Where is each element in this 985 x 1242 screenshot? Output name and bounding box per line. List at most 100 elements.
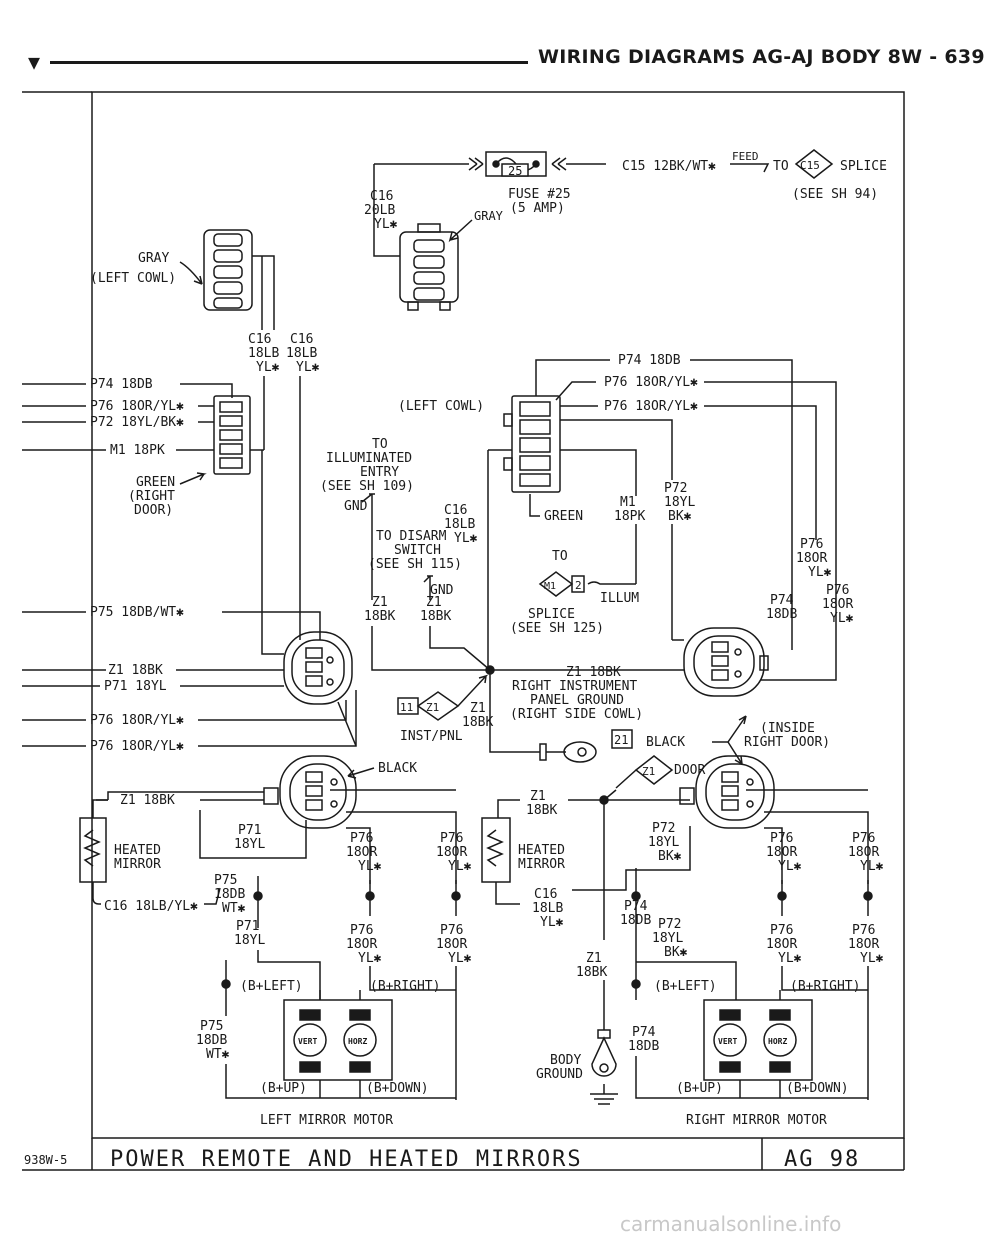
lm-p75-3: WT✱ <box>222 901 246 916</box>
lm-z1: Z1 18BK <box>120 793 175 808</box>
splice-z1-id: Z1 <box>426 701 439 714</box>
c16-top-c: YL✱ <box>374 217 398 232</box>
lm-p75b-1: P75 <box>200 1019 223 1034</box>
lm-p76b-2: 18OR <box>436 845 467 860</box>
rm-p74b-1: P74 <box>632 1025 656 1040</box>
center-c16-3: YL✱ <box>454 531 478 546</box>
rm-p76d-1: P76 <box>852 923 875 938</box>
lm-b-up: (B+UP) <box>260 1081 307 1096</box>
splice-z1-door-id: Z1 <box>642 765 655 778</box>
rm-vert: VERT <box>718 1037 737 1046</box>
rm-heated-1: HEATED <box>518 843 565 858</box>
rm-z1b-1: Z1 <box>586 951 602 966</box>
rm-b-down: (B+DOWN) <box>786 1081 849 1096</box>
header-title: WIRING DIAGRAMS AG-AJ BODY 8W - 639 <box>538 46 985 68</box>
splice-m1-id: M1 <box>544 581 556 592</box>
wiring-diagram-page: ▼ WIRING DIAGRAMS AG-AJ BODY 8W - 639 25… <box>22 46 985 1236</box>
center-p72-1: P72 <box>664 481 687 496</box>
rm-p74-1: P74 <box>624 899 648 914</box>
to-illum-4: (SEE SH 109) <box>320 479 414 494</box>
p76-r5: 18OR <box>822 597 853 612</box>
rm-p76a-2: 18OR <box>766 845 797 860</box>
rm-p72b-1: P72 <box>658 917 681 932</box>
c16-l2: 18LB <box>248 346 279 361</box>
center-m1-1: M1 <box>620 495 636 510</box>
p76-r4: P76 <box>826 583 849 598</box>
p76-top2: P76 18OR/YL✱ <box>604 399 698 414</box>
feed-label: FEED <box>732 150 759 163</box>
door-label: DOOR <box>674 763 705 778</box>
c16-top-b: 20LB <box>364 203 395 218</box>
connector-gray-top <box>399 223 459 311</box>
lm-p76c-1: P76 <box>350 923 373 938</box>
fuse-amp: (5 AMP) <box>510 201 565 216</box>
rm-p72b-3: BK✱ <box>664 945 688 960</box>
wire-p76-left: P76 18OR/YL✱ <box>90 399 184 414</box>
c16-l3: YL✱ <box>256 360 280 375</box>
splice-c15-id: C15 <box>800 159 820 172</box>
wire-p71-left: P71 18YL <box>104 679 167 694</box>
right-door-1: (RIGHT <box>128 489 175 504</box>
rm-p72-3: BK✱ <box>658 849 682 864</box>
to-disarm-2: SWITCH <box>394 543 441 558</box>
black-left: BLACK <box>378 761 417 776</box>
p74-top: P74 18DB <box>618 353 681 368</box>
footer-title: POWER REMOTE AND HEATED MIRRORS <box>110 1147 583 1172</box>
rm-heated-2: MIRROR <box>518 857 565 872</box>
rip-3: (RIGHT SIDE COWL) <box>510 707 643 722</box>
connector-right-door-oval <box>683 627 769 697</box>
to-label: TO <box>773 159 789 174</box>
center-c16-1: C16 <box>444 503 467 518</box>
lm-c16: C16 18LB/YL✱ <box>104 899 198 914</box>
lm-p75b-2: 18DB <box>196 1033 227 1048</box>
inside-2: RIGHT DOOR) <box>744 735 830 750</box>
lm-p76c-2: 18OR <box>346 937 377 952</box>
gray-left-cowl: GRAY <box>138 251 169 266</box>
gnd-2: GND <box>430 583 454 598</box>
rm-p76a-3: YL✱ <box>778 859 802 874</box>
lm-p71-2: 18YL <box>234 837 265 852</box>
fuse-number: 25 <box>508 164 522 178</box>
body-ground-icon <box>590 1029 618 1105</box>
heated-mirror-right-icon <box>481 817 511 883</box>
rm-p74b-2: 18DB <box>628 1039 659 1054</box>
vert-motor-icon <box>293 1023 327 1057</box>
z1c-1: Z1 <box>470 701 486 716</box>
lm-p71b-2: 18YL <box>234 933 265 948</box>
lm-p76d-2: 18OR <box>436 937 467 952</box>
rm-b-left: (B+LEFT) <box>654 979 717 994</box>
lm-p75b-3: WT✱ <box>206 1047 230 1062</box>
rip-2: PANEL GROUND <box>530 693 624 708</box>
fuse-label: FUSE #25 <box>508 187 571 202</box>
wiring-diagram: 25 C15 12BK/WT✱ FEED TO C15 SPLICE (SEE … <box>22 91 905 1172</box>
lm-heated-1: HEATED <box>114 843 161 858</box>
center-m1-2: 18PK <box>614 509 645 524</box>
left-mirror-motor: VERT HORZ <box>283 999 393 1081</box>
rm-p76b-1: P76 <box>852 831 875 846</box>
p76-top1: P76 18OR/YL✱ <box>604 375 698 390</box>
wire-m1-left: M1 18PK <box>110 443 165 458</box>
circuit-c15: C15 12BK/WT✱ <box>622 159 716 174</box>
lm-p76c-3: YL✱ <box>358 951 382 966</box>
rm-p72-1: P72 <box>652 821 675 836</box>
rm-p74-2: 18DB <box>620 913 651 928</box>
z1b-2: 18BK <box>420 609 451 624</box>
wire-p75-left: P75 18DB/WT✱ <box>90 605 184 620</box>
rm-p76b-3: YL✱ <box>860 859 884 874</box>
connector-left-mirror-oval <box>263 755 357 829</box>
to-illum-2: ILLUMINATED <box>326 451 412 466</box>
heated-mirror-left-icon <box>79 817 107 883</box>
rm-p76d-3: YL✱ <box>860 951 884 966</box>
lm-p76d-1: P76 <box>440 923 463 938</box>
c16-top-a: C16 <box>370 189 393 204</box>
rip-1: RIGHT INSTRUMENT <box>512 679 637 694</box>
lm-p71-1: P71 <box>238 823 261 838</box>
black-right: BLACK <box>646 735 685 750</box>
rm-p76c-3: YL✱ <box>778 951 802 966</box>
c16-l1: C16 <box>248 332 271 347</box>
wire-p76a-left: P76 18OR/YL✱ <box>90 713 184 728</box>
rm-p76c-1: P76 <box>770 923 793 938</box>
see-sh125: (SEE SH 125) <box>510 621 604 636</box>
wire-z1-left: Z1 18BK <box>108 663 163 678</box>
lm-horz: HORZ <box>348 1037 367 1046</box>
